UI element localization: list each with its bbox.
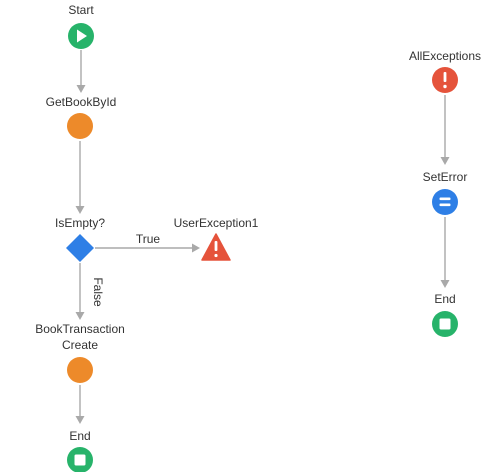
false-branch-label: False	[91, 277, 105, 307]
end-label-exception: End	[434, 292, 455, 306]
true-branch-label: True	[136, 232, 161, 246]
end-label-main: End	[69, 429, 90, 443]
user-exception-label: UserException1	[174, 216, 259, 230]
book-transaction-label-line2: Create	[62, 338, 98, 352]
connector-false-branch[interactable]: False	[75, 263, 106, 320]
stop-icon	[74, 454, 86, 466]
connector-true-branch[interactable]: True	[95, 232, 200, 253]
exclamation-icon	[443, 72, 447, 82]
set-error-node[interactable]: SetError	[423, 170, 468, 215]
connector-booktx-end[interactable]	[75, 385, 85, 424]
start-node[interactable]: Start	[68, 3, 94, 49]
assign-icon	[439, 197, 451, 201]
is-empty-label: IsEmpty?	[55, 216, 105, 230]
end-node-main[interactable]: End	[67, 429, 93, 472]
stop-icon	[439, 318, 451, 330]
decision-diamond-icon	[66, 234, 94, 262]
start-label: Start	[68, 3, 94, 17]
user-exception-node[interactable]: UserException1	[174, 216, 259, 261]
action-circle-icon	[67, 113, 93, 139]
all-exceptions-node[interactable]: AllExceptions	[409, 49, 481, 93]
all-exceptions-label: AllExceptions	[409, 49, 481, 63]
get-book-by-id-label: GetBookById	[46, 95, 117, 109]
action-circle-icon	[67, 357, 93, 383]
assign-circle	[432, 189, 458, 215]
connector-start-getbook[interactable]	[76, 50, 86, 93]
connector-allexceptions-seterror[interactable]	[440, 95, 450, 165]
play-icon	[77, 29, 87, 43]
book-transaction-create-node[interactable]: BookTransaction Create	[35, 322, 125, 383]
connector-seterror-end[interactable]	[440, 217, 450, 288]
get-book-by-id-node[interactable]: GetBookById	[46, 95, 117, 139]
book-transaction-label-line1: BookTransaction	[35, 322, 125, 336]
set-error-label: SetError	[423, 170, 468, 184]
is-empty-decision-node[interactable]: IsEmpty?	[55, 216, 105, 262]
connector-getbook-isempty[interactable]	[75, 141, 85, 214]
end-node-exception[interactable]: End	[432, 292, 458, 337]
